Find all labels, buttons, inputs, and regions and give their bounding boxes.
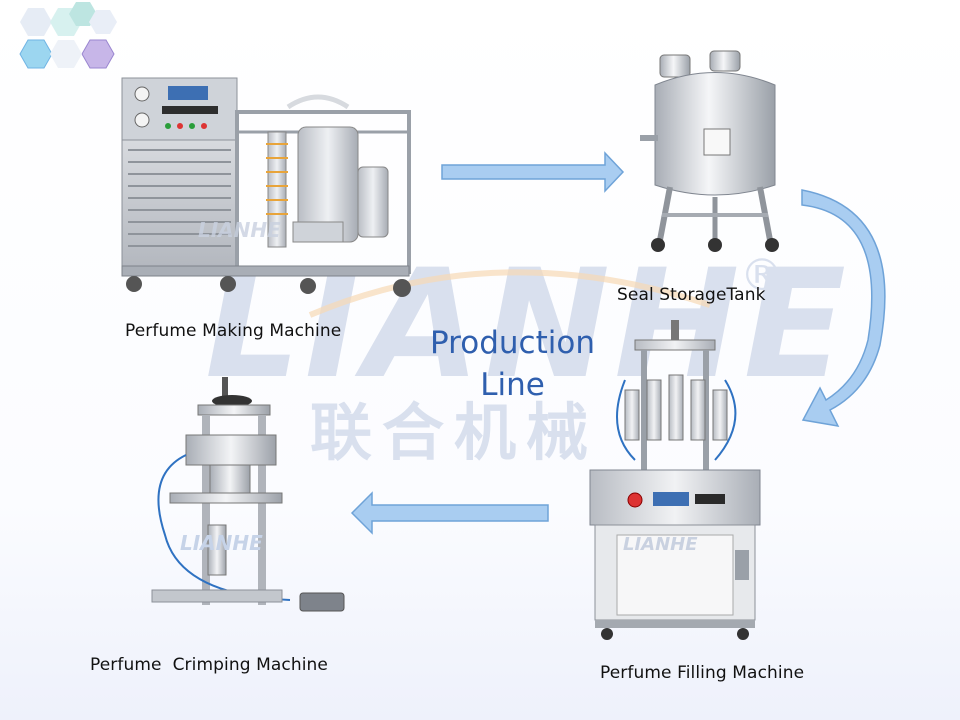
seal-storage-tank-image (640, 50, 779, 252)
node-label-filling: Perfume Filling Machine (600, 663, 805, 683)
node-label-storage: Seal StorageTank (617, 285, 766, 305)
perfume-filling-machine-image: LIANHE (589, 320, 761, 640)
arrow-making-to-storage (441, 151, 625, 193)
diagram-title: Production Line (410, 322, 615, 406)
crimping-machine-badge: LIANHE (180, 531, 263, 555)
title-line-2: Line (480, 367, 545, 403)
watermark-cjk-text: 联合机械 (310, 396, 599, 469)
arrow-storage-to-filling (801, 189, 886, 427)
filling-machine-badge: LIANHE (623, 534, 698, 555)
node-label-making: Perfume Making Machine (125, 321, 342, 341)
registered-mark: ® (740, 250, 788, 301)
node-label-crimping: Perfume Crimping Machine (90, 655, 328, 675)
machine-badge: LIANHE (198, 218, 281, 242)
arrow-filling-to-crimping (350, 491, 549, 535)
title-line-1: Production (430, 325, 595, 361)
perfume-crimping-machine-image: LIANHE (151, 377, 345, 612)
watermark-swoosh (308, 269, 711, 318)
hexagon-decoration (19, 2, 117, 69)
perfume-making-machine-image: LIANHE (121, 77, 411, 297)
